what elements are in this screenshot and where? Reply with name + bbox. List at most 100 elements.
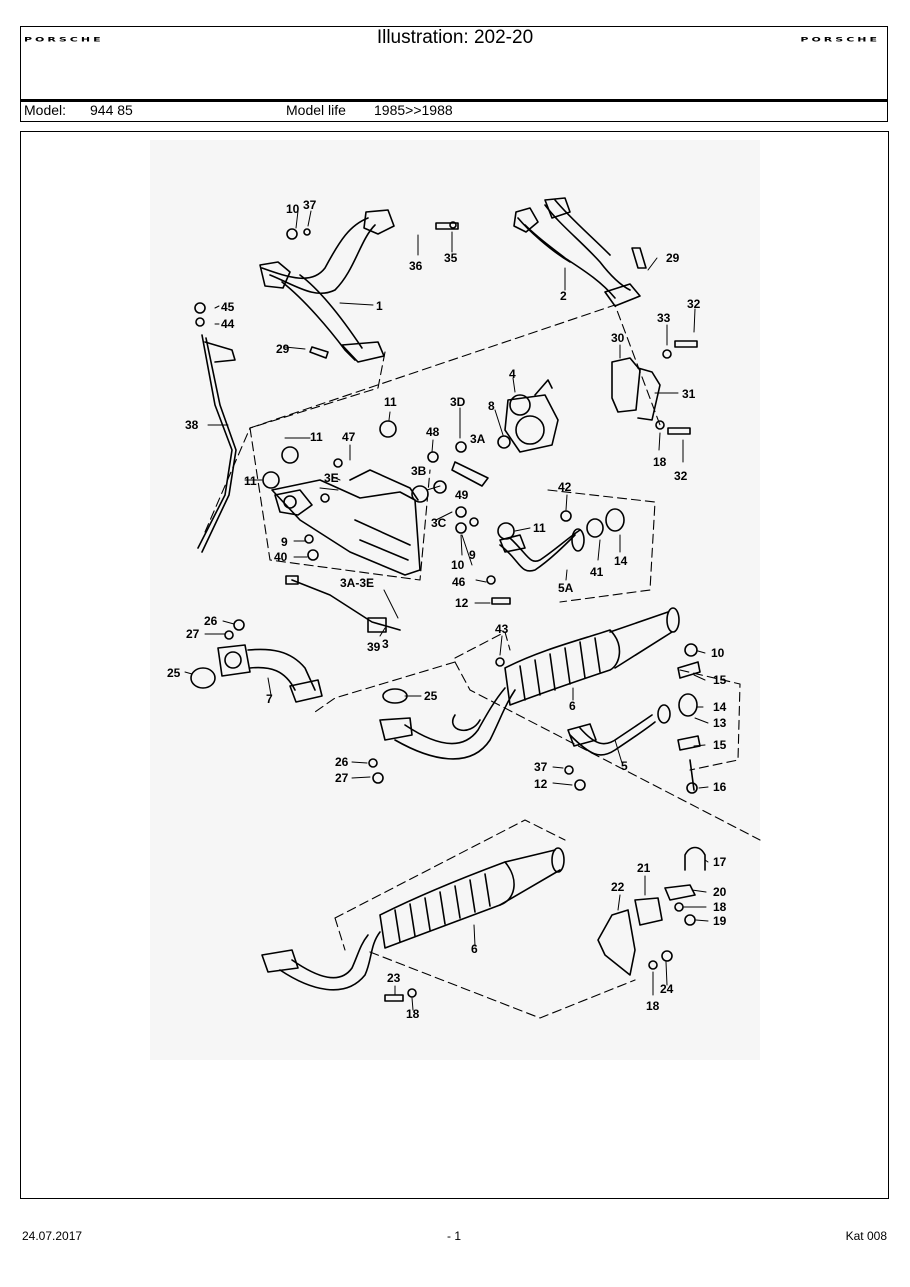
illustration-background: [150, 140, 760, 1060]
callout-25-right: 25: [424, 689, 438, 703]
callout-13: 13: [713, 716, 727, 730]
callout-41: 41: [590, 565, 604, 579]
model-life-value: 1985>>1988: [374, 102, 453, 118]
pipe-part-5: [567, 714, 656, 756]
callout-7: 7: [266, 692, 273, 706]
porsche-logo-left: PORSCHE: [24, 36, 104, 44]
clamp-parts-13-15: [586, 508, 701, 751]
callout-11-d: 11: [533, 521, 546, 535]
callout-18-a: 18: [653, 455, 667, 469]
callout-32-top: 32: [687, 297, 701, 311]
header-pipe-part-1: [259, 209, 395, 363]
callout-18-d: 18: [406, 1007, 420, 1021]
callout-47: 47: [342, 430, 356, 444]
header-pipe-part-2: [513, 197, 641, 307]
valve-part-4: [504, 379, 559, 453]
callout-42: 42: [558, 480, 572, 494]
callout-12-upper: 12: [455, 596, 469, 610]
callout-27-lower: 27: [335, 771, 349, 785]
bracket-parts-30-31: [611, 357, 661, 421]
callout-22: 22: [611, 880, 625, 894]
callout-35: 35: [444, 251, 458, 265]
callout-26-lower: 26: [335, 755, 349, 769]
callout-3a: 3A: [470, 432, 486, 446]
callout-9-right: 9: [469, 548, 476, 562]
callout-3d: 3D: [450, 395, 466, 409]
header-frame: [20, 26, 888, 122]
header-divider: [20, 99, 888, 102]
callout-20: 20: [713, 885, 727, 899]
callout-40: 40: [274, 550, 288, 564]
callout-31: 31: [682, 387, 696, 401]
callout-14-lower: 14: [713, 700, 727, 714]
callout-9-left: 9: [281, 535, 288, 549]
callout-21: 21: [637, 861, 651, 875]
pipe-part-5a: [499, 528, 585, 572]
page-title: Illustration: 202-20: [376, 27, 534, 48]
callout-24: 24: [660, 982, 674, 996]
callout-3a-3e: 3A-3E: [340, 576, 374, 590]
callout-10-right: 10: [711, 646, 725, 660]
callout-27-upper: 27: [186, 627, 200, 641]
callout-19: 19: [713, 914, 727, 928]
callout-38: 38: [185, 418, 199, 432]
callout-46: 46: [452, 575, 466, 589]
callout-45: 45: [221, 300, 235, 314]
manifold-part-3: [271, 469, 421, 576]
callout-10-top: 10: [286, 202, 300, 216]
callout-5: 5: [621, 759, 628, 773]
callout-3e: 3E: [324, 471, 339, 485]
callout-14-upper: 14: [614, 554, 628, 568]
callout-12-lower: 12: [534, 777, 548, 791]
callout-44: 44: [221, 317, 235, 331]
callout-1: 1: [376, 299, 383, 313]
bracket-parts-21-22: [597, 846, 706, 976]
callout-4: 4: [509, 367, 516, 381]
callout-6-upper: 6: [569, 699, 576, 713]
callout-10-mid: 10: [451, 558, 465, 572]
sensor-lead-part-38: [194, 302, 237, 553]
callout-15-b: 15: [713, 738, 727, 752]
oxygen-sensor-part-39: [285, 575, 401, 633]
callout-16: 16: [713, 780, 727, 794]
catalytic-converter-part-6-upper: [379, 607, 680, 760]
callout-6-lower: 6: [471, 942, 478, 956]
callout-11-a: 11: [384, 395, 397, 409]
callout-3b: 3B: [411, 464, 427, 478]
callout-33: 33: [657, 311, 671, 325]
illustration-frame: [20, 131, 889, 1199]
callout-37-top: 37: [303, 198, 317, 212]
callout-11-c: 11: [244, 474, 257, 488]
callout-39: 39: [367, 640, 381, 654]
callout-3c: 3C: [431, 516, 447, 530]
footer-catalog: Kat 008: [845, 1229, 887, 1243]
callout-3: 3: [382, 637, 389, 651]
callout-18-b: 18: [713, 900, 727, 914]
callout-26-upper: 26: [204, 614, 218, 628]
model-label: Model:: [24, 102, 67, 118]
callout-11-b: 11: [310, 430, 323, 444]
callout-30: 30: [611, 331, 625, 345]
callout-29-left: 29: [276, 342, 290, 356]
model-life-label: Model life: [286, 102, 346, 118]
callout-2: 2: [560, 289, 567, 303]
callout-17: 17: [713, 855, 727, 869]
callout-15-a: 15: [713, 673, 727, 687]
callout-43: 43: [495, 622, 509, 636]
pipe-part-7: [217, 644, 323, 703]
fastener-parts: [190, 221, 698, 1002]
callout-32-bottom: 32: [674, 469, 688, 483]
model-value: 944 85: [90, 102, 133, 118]
callout-48: 48: [426, 425, 440, 439]
catalytic-converter-part-6-lower: [261, 847, 565, 991]
callout-29-right: 29: [666, 251, 680, 265]
callout-leaders: [184, 210, 709, 1011]
porsche-logo-right: PORSCHE: [800, 36, 880, 44]
callout-18-c: 18: [646, 999, 660, 1013]
footer-date: 24.07.2017: [22, 1229, 83, 1243]
callout-36: 36: [409, 259, 423, 273]
callout-8: 8: [488, 399, 495, 413]
callout-5a: 5A: [558, 581, 574, 595]
callout-49: 49: [455, 488, 469, 502]
